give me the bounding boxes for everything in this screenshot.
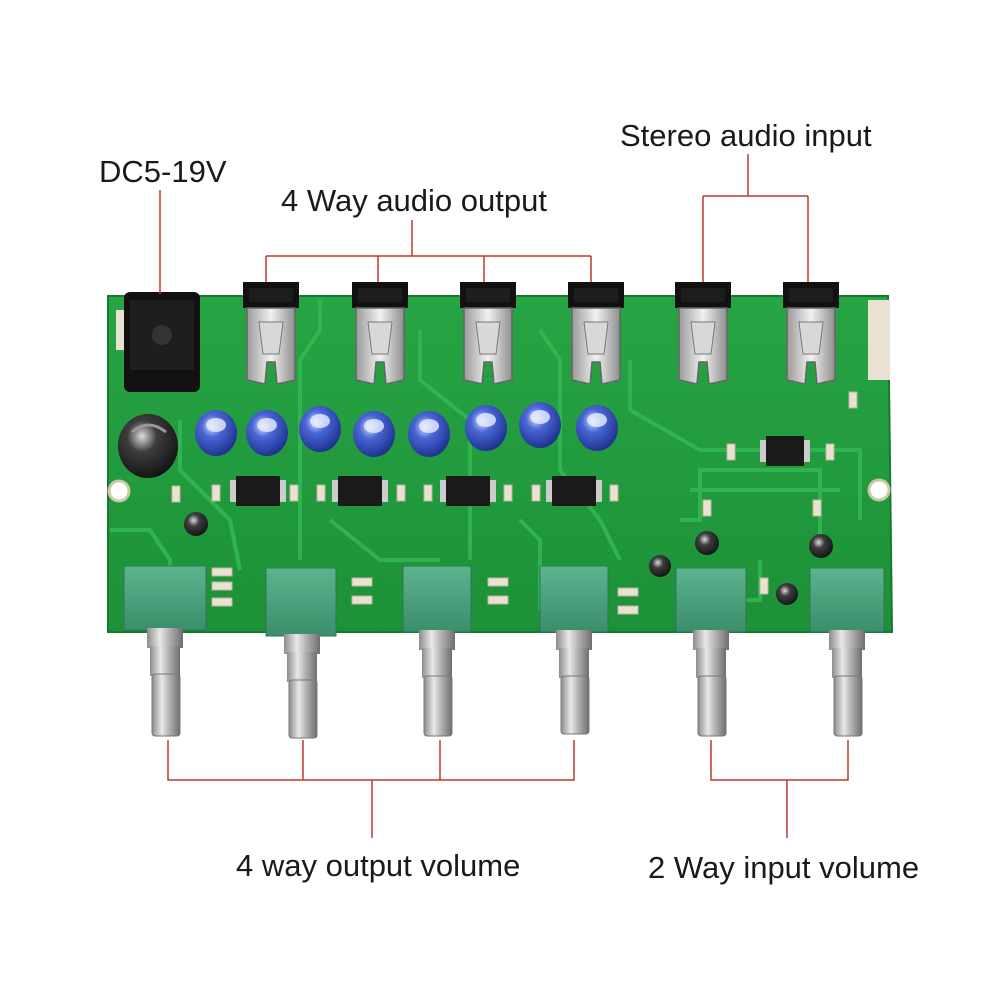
mounting-hole — [107, 479, 131, 503]
electrolytic-capacitor-icon — [299, 406, 341, 452]
small-capacitors — [184, 512, 833, 605]
electrolytic-capacitor-icon — [519, 402, 561, 448]
electrolytic-capacitor-icon — [695, 531, 719, 555]
callout-lines — [159, 154, 849, 838]
potentiometers — [123, 565, 885, 739]
op-amp-chip-icon — [440, 476, 496, 506]
electrolytic-capacitor-icon — [809, 534, 833, 558]
electrolytic-capacitor-icon — [776, 583, 798, 605]
callout-line-input-volume — [710, 740, 849, 838]
callout-line-output-volume — [167, 740, 575, 838]
op-amp-chip-icon — [230, 476, 286, 506]
op-amp-chip-icon — [332, 476, 388, 506]
op-amp-chip-icon — [546, 476, 602, 506]
op-amp-chips — [230, 436, 810, 506]
dc-jack-icon — [124, 292, 200, 392]
audio-jack-icon — [675, 282, 731, 385]
potentiometer-icon — [539, 565, 609, 735]
potentiometer-icon — [809, 567, 885, 737]
audio-jack-icon — [243, 282, 299, 385]
potentiometer-icon — [402, 565, 472, 737]
electrolytic-capacitor-icon — [118, 414, 178, 478]
potentiometer-icon — [123, 565, 207, 737]
electrolytic-capacitor-icon — [246, 410, 288, 456]
blue-capacitors — [195, 402, 618, 457]
dc-power-label: DC5-19V — [99, 154, 227, 189]
audio-jack-icon — [460, 282, 516, 385]
callout-line-output — [265, 220, 592, 282]
audio-jacks — [243, 282, 839, 385]
output-volume-label: 4 way output volume — [236, 848, 521, 883]
electrolytic-capacitor-icon — [408, 411, 450, 457]
op-amp-chip-icon — [760, 436, 810, 466]
potentiometer-icon — [675, 567, 747, 737]
audio-output-label: 4 Way audio output — [281, 183, 547, 218]
input-volume-label: 2 Way input volume — [648, 850, 920, 885]
electrolytic-capacitor-icon — [195, 410, 237, 456]
audio-jack-icon — [352, 282, 408, 385]
electrolytic-capacitor-icon — [184, 512, 208, 536]
smd-components — [171, 391, 858, 615]
mounting-hole — [867, 478, 891, 502]
callout-line-input — [702, 154, 809, 282]
electrolytic-capacitor-icon — [649, 555, 671, 577]
edge-pads — [868, 300, 890, 380]
electrolytic-capacitor-icon — [576, 405, 618, 451]
electrolytic-capacitor-icon — [353, 411, 395, 457]
potentiometer-icon — [265, 567, 337, 739]
electrolytic-capacitor-icon — [465, 405, 507, 451]
audio-input-label: Stereo audio input — [620, 118, 872, 153]
audio-jack-icon — [568, 282, 624, 385]
audio-jack-icon — [783, 282, 839, 385]
